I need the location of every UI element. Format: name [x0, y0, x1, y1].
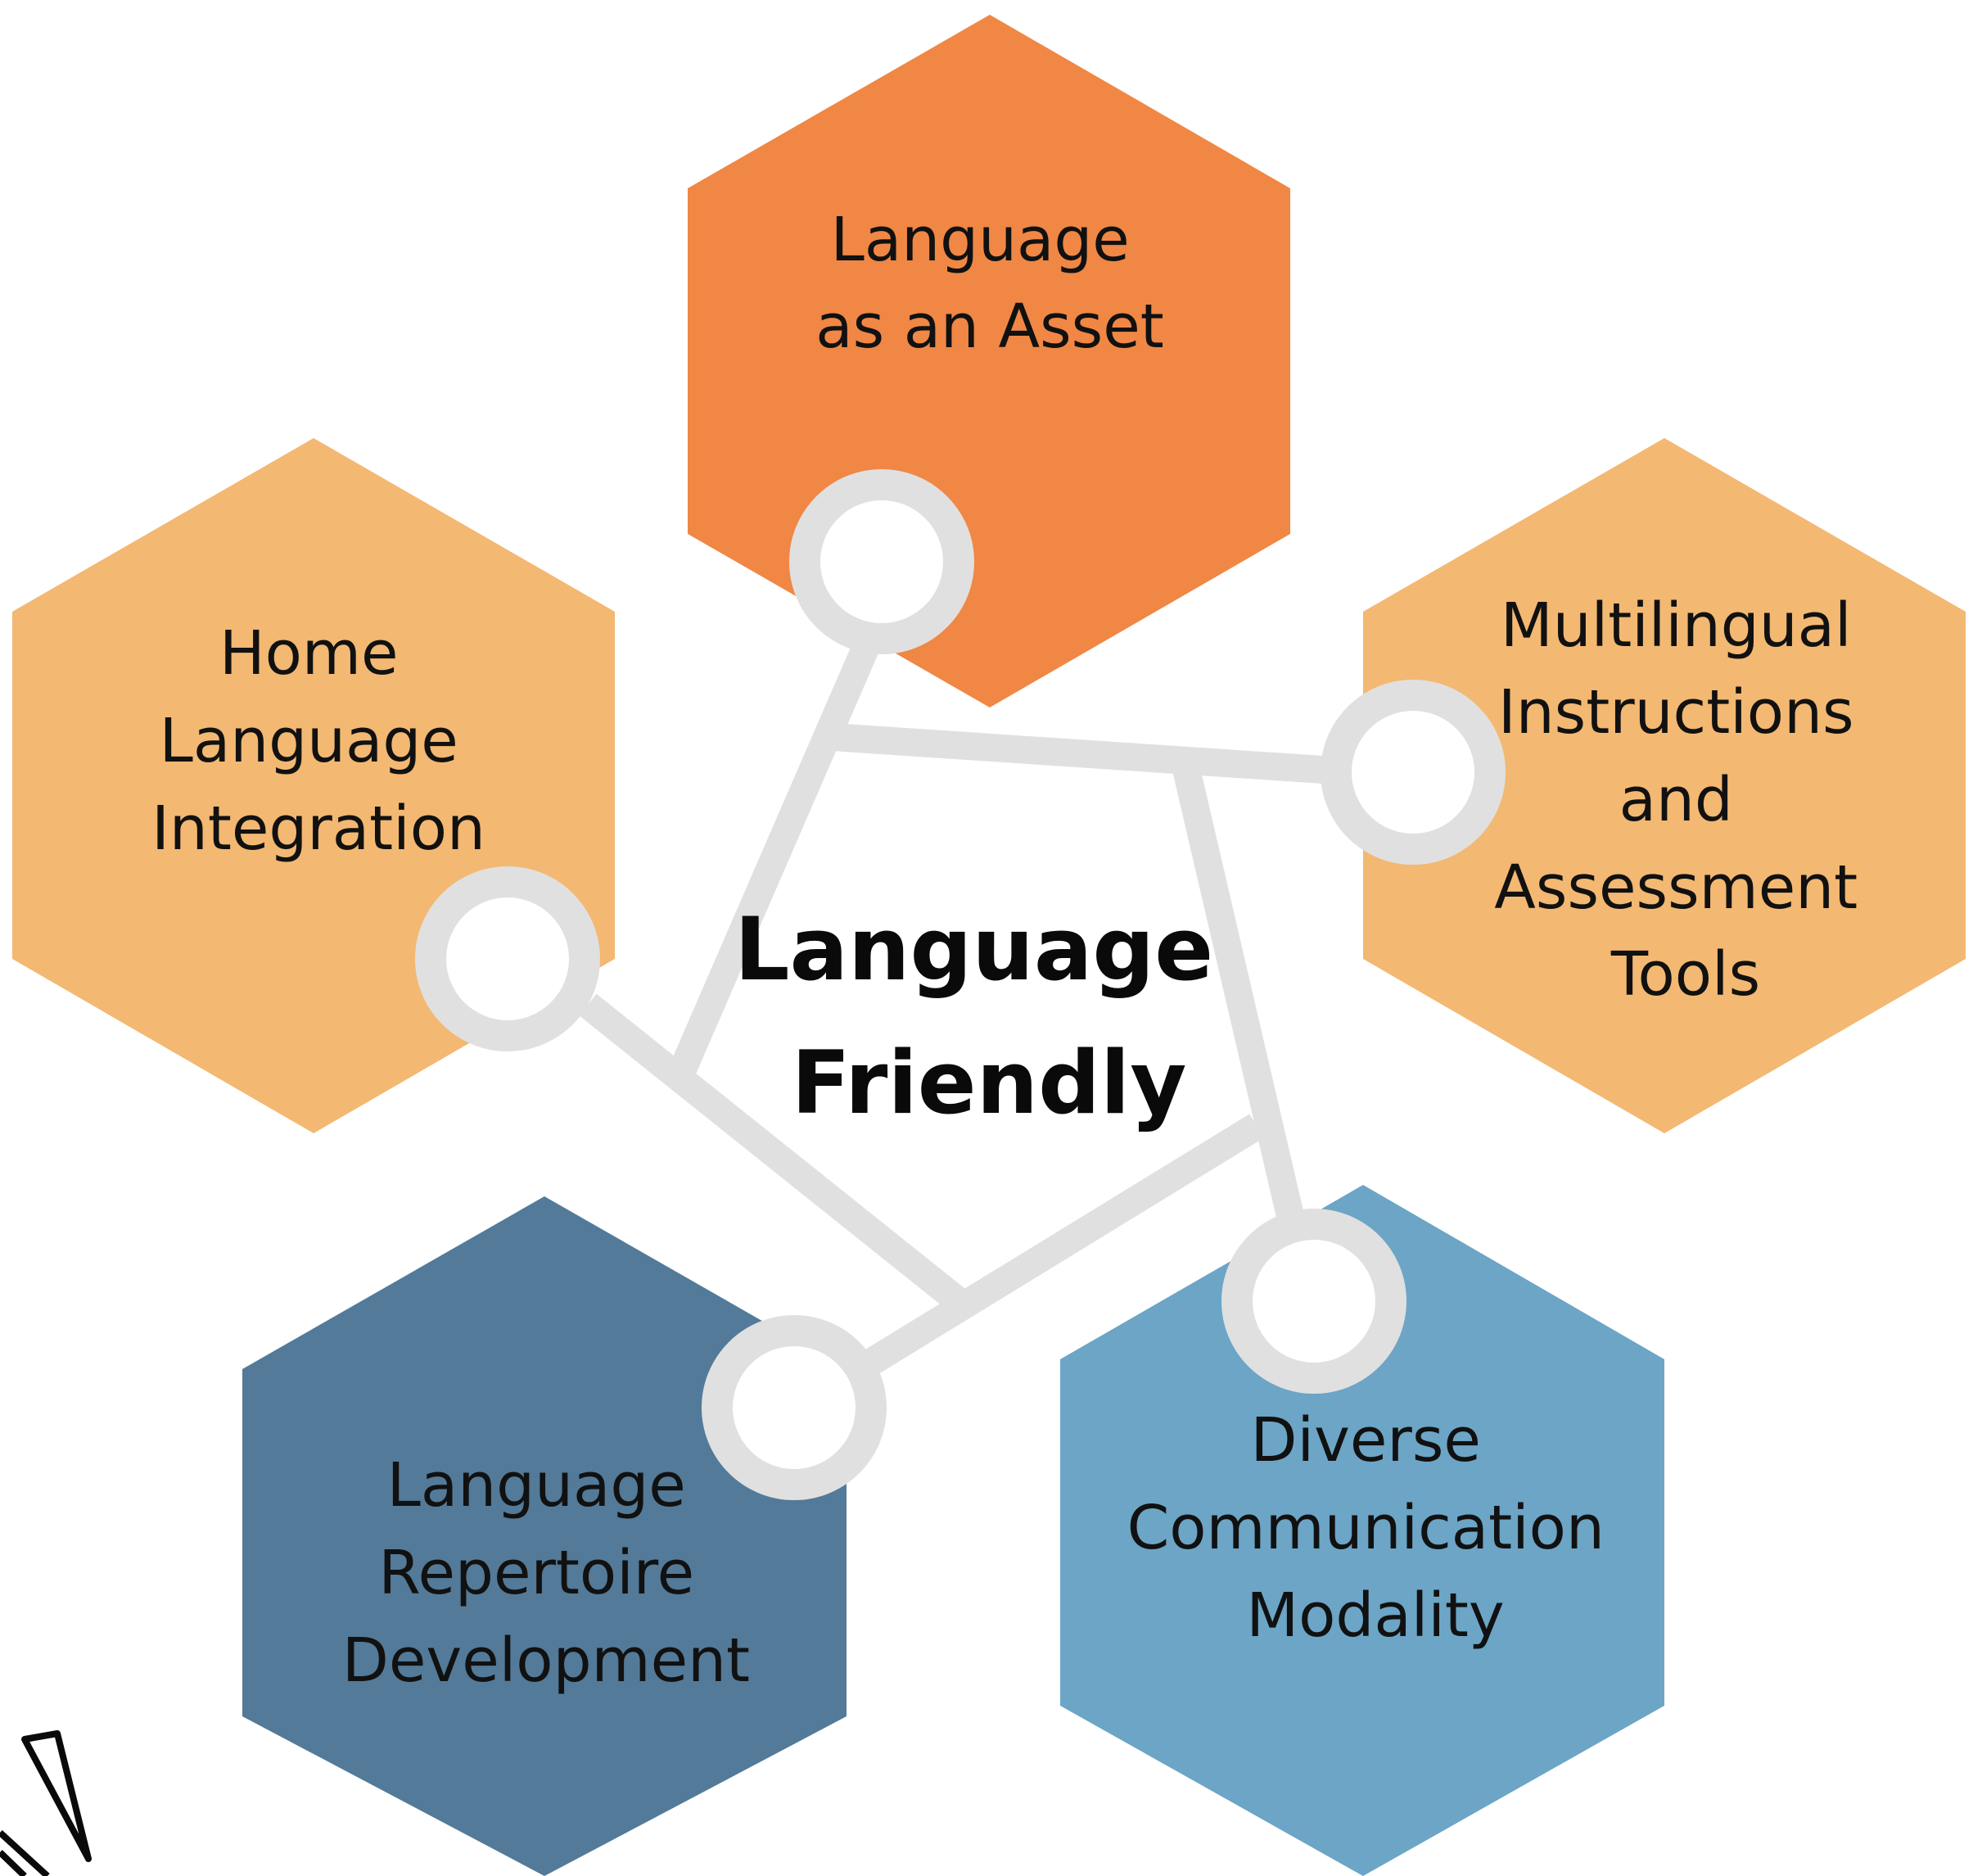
- label-line: Language: [160, 706, 458, 776]
- sketch-stroke: [21, 1730, 92, 1862]
- connector-node-ring: [1321, 680, 1506, 865]
- label-line: Language: [387, 1450, 686, 1521]
- label-multilingual-instructions: Multilingual Instructions and Assessment…: [1494, 590, 1876, 1010]
- label-line: Integration: [151, 793, 485, 864]
- label-line: Modality: [1246, 1580, 1504, 1651]
- label-line: Repertoire: [378, 1538, 694, 1608]
- label-line: Diverse: [1251, 1405, 1481, 1476]
- label-line: Assessment: [1494, 852, 1858, 923]
- label-home-language-integration: Home Language Integration: [151, 618, 485, 864]
- label-line: Instructions: [1498, 677, 1854, 748]
- hexagon-diverse-communication-modality: [1060, 1185, 1664, 1876]
- label-line: Development: [342, 1625, 750, 1696]
- label-line: Home: [219, 618, 399, 689]
- sketch-stroke: [0, 1830, 50, 1876]
- connector-line: [579, 993, 968, 1313]
- label-language-as-asset: Language as an Asset: [815, 205, 1163, 362]
- connector-line: [1172, 762, 1316, 1268]
- label-line: Tools: [1610, 939, 1760, 1010]
- connector-line: [830, 723, 1325, 784]
- label-line: Multilingual: [1501, 590, 1852, 661]
- center-title-line: Friendly: [792, 1033, 1187, 1133]
- connector-node-ring: [789, 469, 974, 654]
- connector-nodes: [415, 469, 1506, 1500]
- label-line: Language: [831, 205, 1130, 275]
- label-line: and: [1619, 765, 1733, 835]
- connector-line: [854, 1114, 1264, 1381]
- label-diverse-communication-modality: Diverse Communication Modality: [1127, 1405, 1624, 1651]
- connector-node-ring: [702, 1315, 887, 1500]
- connector-lines: [579, 637, 1325, 1381]
- label-line: Communication: [1127, 1493, 1605, 1563]
- sketch-stroke: [0, 1850, 27, 1876]
- center-title: Language Friendly: [734, 899, 1244, 1133]
- hexagon-multilingual-instructions: [1363, 438, 1966, 1133]
- label-language-repertoire-development: Language Repertoire Development: [342, 1450, 750, 1696]
- connector-node-ring: [415, 866, 600, 1051]
- decorative-sketch-strokes: [0, 1730, 92, 1876]
- label-line: as an Asset: [815, 292, 1163, 362]
- hexagon-language-repertoire-development: [242, 1196, 847, 1876]
- connector-line: [666, 637, 881, 1083]
- center-title-line: Language: [734, 899, 1213, 1000]
- connector-node-ring: [1221, 1209, 1406, 1394]
